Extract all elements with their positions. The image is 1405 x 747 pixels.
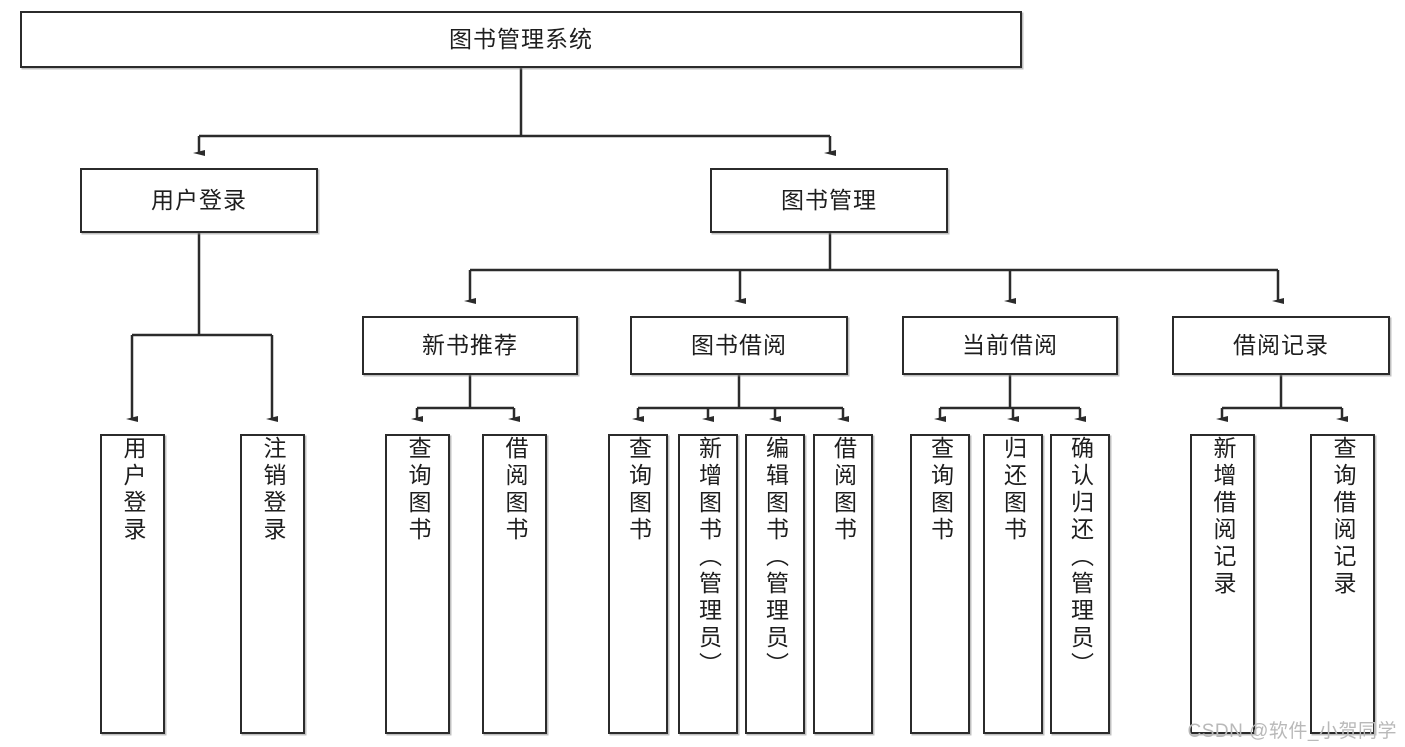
leaf-user-login[interactable]: 用户登录 [100,434,165,734]
leaf-borrow-book[interactable]: 借阅图书 [813,434,873,734]
leaf-borrow-book-recommend-label: 借阅图书 [502,436,528,544]
node-root-label: 图书管理系统 [449,26,593,53]
leaf-edit-book-admin[interactable]: 编辑图书（管理员） [745,434,805,734]
node-user-login[interactable]: 用户登录 [80,168,318,233]
leaf-query-book-recommend-label: 查询图书 [405,436,431,544]
leaf-confirm-return-admin[interactable]: 确认归还（管理员） [1050,434,1110,734]
node-book-borrow[interactable]: 图书借阅 [630,316,848,375]
leaf-edit-book-admin-label: 编辑图书（管理员） [762,436,789,679]
node-new-book-recommend-label: 新书推荐 [422,332,518,359]
node-book-management[interactable]: 图书管理 [710,168,948,233]
node-book-management-label: 图书管理 [781,187,877,214]
leaf-return-book[interactable]: 归还图书 [983,434,1043,734]
leaf-query-book-current-label: 查询图书 [927,436,954,544]
leaf-query-book-current[interactable]: 查询图书 [910,434,970,734]
node-user-login-label: 用户登录 [151,187,247,214]
node-new-book-recommend[interactable]: 新书推荐 [362,316,578,375]
node-borrow-record-label: 借阅记录 [1233,332,1329,359]
leaf-confirm-return-admin-label: 确认归还（管理员） [1067,436,1094,679]
watermark: CSDN @软件_小贺同学 [1187,721,1397,742]
node-borrow-record[interactable]: 借阅记录 [1172,316,1390,375]
leaf-add-borrow-record-label: 新增借阅记录 [1210,436,1236,598]
node-root[interactable]: 图书管理系统 [20,11,1022,68]
leaf-query-book-borrow[interactable]: 查询图书 [608,434,668,734]
leaf-query-book-recommend[interactable]: 查询图书 [385,434,450,734]
node-current-borrow-label: 当前借阅 [962,332,1058,359]
node-book-borrow-label: 图书借阅 [691,332,787,359]
node-current-borrow[interactable]: 当前借阅 [902,316,1118,375]
leaf-add-borrow-record[interactable]: 新增借阅记录 [1190,434,1255,734]
leaf-return-book-label: 归还图书 [1000,436,1027,544]
leaf-query-borrow-record[interactable]: 查询借阅记录 [1310,434,1375,734]
leaf-logout-label: 注销登录 [260,436,286,544]
leaf-borrow-book-label: 借阅图书 [830,436,857,544]
leaf-logout[interactable]: 注销登录 [240,434,305,734]
leaf-query-borrow-record-label: 查询借阅记录 [1330,436,1356,598]
leaf-add-book-admin[interactable]: 新增图书（管理员） [678,434,738,734]
leaf-add-book-admin-label: 新增图书（管理员） [695,436,722,679]
leaf-user-login-label: 用户登录 [120,436,146,544]
leaf-query-book-borrow-label: 查询图书 [625,436,652,544]
leaf-borrow-book-recommend[interactable]: 借阅图书 [482,434,547,734]
